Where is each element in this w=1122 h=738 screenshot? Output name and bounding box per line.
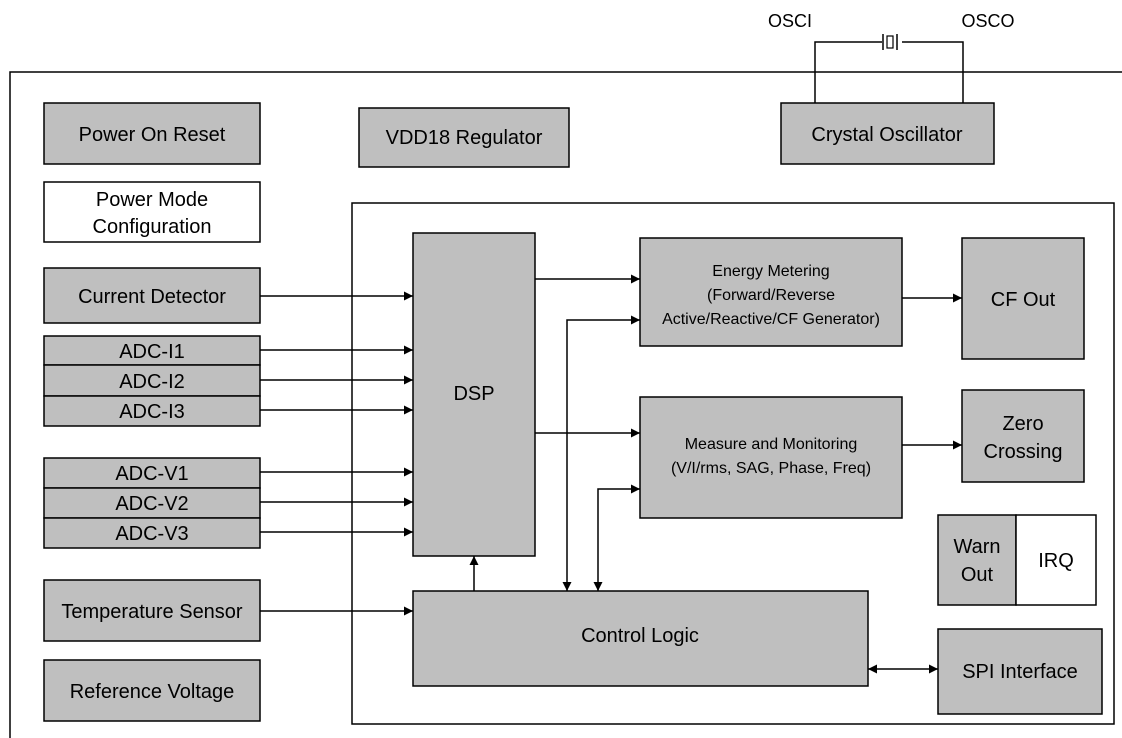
cf-out-label: CF Out — [991, 289, 1056, 311]
warn-out-label-line1: Warn — [953, 536, 1000, 558]
crystal-oscillator-block: Crystal Oscillator — [780, 102, 995, 165]
digital-core-outline — [351, 202, 1115, 725]
control-logic-label: Control Logic — [581, 625, 699, 647]
energy-metering-label-line3: Active/Reactive/CF Generator) — [662, 311, 880, 328]
vdd18-regulator-label: VDD18 Regulator — [386, 127, 543, 149]
energy-metering-block: Energy Metering (Forward/Reverse Active/… — [639, 237, 903, 347]
vdd18-regulator-block: VDD18 Regulator — [358, 107, 570, 168]
warn-irq-block: Warn Out IRQ — [937, 514, 1097, 606]
adc-v2-label: ADC-V2 — [115, 493, 188, 515]
spi-interface-label: SPI Interface — [962, 661, 1078, 683]
adc-i-group: ADC-I1 ADC-I2 ADC-I3 — [43, 335, 261, 427]
reference-voltage-label: Reference Voltage — [70, 681, 235, 703]
warn-out-label-line2: Out — [961, 564, 994, 586]
control-logic-block: Control Logic — [412, 590, 869, 687]
power-mode-label-line2: Configuration — [93, 216, 212, 238]
adc-i3-label: ADC-I3 — [119, 401, 185, 423]
chip-outline — [9, 71, 1122, 738]
measure-monitoring-block: Measure and Monitoring (V/I/rms, SAG, Ph… — [639, 396, 903, 519]
measure-monitoring-label-line2: (V/I/rms, SAG, Phase, Freq) — [671, 460, 871, 477]
temperature-sensor-block: Temperature Sensor — [43, 579, 261, 642]
adc-v1-label: ADC-V1 — [115, 463, 188, 485]
signal-arrows — [260, 274, 962, 674]
spi-interface-block: SPI Interface — [937, 628, 1103, 715]
adc-v3-label: ADC-V3 — [115, 523, 188, 545]
dsp-block: DSP — [412, 232, 536, 557]
crystal-oscillator-label: Crystal Oscillator — [811, 124, 962, 146]
zero-crossing-label-line1: Zero — [1002, 413, 1043, 435]
adc-v-group: ADC-V1 ADC-V2 ADC-V3 — [43, 457, 261, 549]
zero-crossing-label-line2: Crossing — [984, 441, 1063, 463]
energy-metering-label-line1: Energy Metering — [712, 263, 829, 280]
reference-voltage-block: Reference Voltage — [43, 659, 261, 722]
power-on-reset-block: Power On Reset — [43, 102, 261, 165]
adc-i2-label: ADC-I2 — [119, 371, 185, 393]
power-mode-configuration-block: Power Mode Configuration — [43, 181, 261, 243]
zero-crossing-block: Zero Crossing — [961, 389, 1085, 483]
current-detector-label: Current Detector — [78, 286, 226, 308]
arrow-control-measure-bidirectional — [593, 484, 640, 591]
pin-osci-label: OSCI — [768, 11, 812, 31]
measure-monitoring-label-line1: Measure and Monitoring — [685, 436, 858, 453]
adc-i1-label: ADC-I1 — [119, 341, 185, 363]
pin-osco-label: OSCO — [961, 11, 1014, 31]
irq-label: IRQ — [1038, 550, 1074, 572]
temperature-sensor-label: Temperature Sensor — [61, 601, 243, 623]
current-detector-block: Current Detector — [43, 267, 261, 324]
energy-metering-label-line2: (Forward/Reverse — [707, 287, 835, 304]
arrow-control-energy-bidirectional — [562, 315, 640, 591]
power-mode-label-line1: Power Mode — [96, 189, 208, 211]
crystal-wires — [814, 34, 964, 103]
cf-out-block: CF Out — [961, 237, 1085, 360]
power-on-reset-label: Power On Reset — [79, 124, 226, 146]
dsp-label: DSP — [453, 383, 494, 405]
